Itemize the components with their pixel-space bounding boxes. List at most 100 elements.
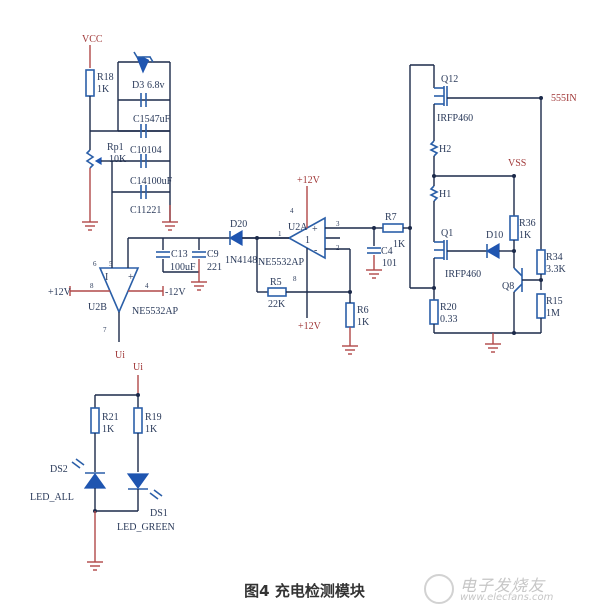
watermark-url: www.elecfans.com xyxy=(460,592,554,603)
inductor-h1 xyxy=(429,185,439,202)
ds2-ref: DS2 xyxy=(50,464,68,475)
ground-icon xyxy=(366,269,382,279)
ui-input-label: Ui xyxy=(133,362,143,373)
minus12v-label: -12V xyxy=(165,287,186,298)
r18-ref: R18 xyxy=(97,72,114,83)
r36-ref: R36 xyxy=(519,218,536,229)
resistor-r20 xyxy=(429,299,439,325)
555in-label: 555IN xyxy=(551,93,577,104)
led-ds2 xyxy=(83,472,107,489)
q12-ref: Q12 xyxy=(441,74,458,85)
u2b-pin7: 7 xyxy=(103,326,107,334)
diode-d10: D10 xyxy=(485,230,516,260)
plus12v-top-label: +12V xyxy=(297,175,321,186)
u2b-value: NE5532AP xyxy=(132,306,179,317)
d20-value: 1N4148 xyxy=(225,255,257,266)
u2a-pin1: 1 xyxy=(278,230,282,238)
u2a-pin3: 3 xyxy=(336,220,340,228)
inductor-h2 xyxy=(429,140,439,157)
light-rays-icon xyxy=(71,458,85,469)
d3-ref: D3 xyxy=(132,80,144,91)
resistor-r15: R15 1M xyxy=(536,293,563,333)
mosfet-q1: Q1 IRFP460 xyxy=(434,228,481,280)
resistor-r36: R36 1K xyxy=(509,176,536,268)
ground-icon xyxy=(191,281,207,291)
q12-value: IRFP460 xyxy=(437,113,473,124)
plus12v-bottom-label: +12V xyxy=(298,321,322,332)
c14-label: C14100uF xyxy=(130,176,173,187)
ground-icon xyxy=(485,343,501,353)
mosfet-q12: Q12 IRFP460 xyxy=(434,74,473,124)
light-rays-icon xyxy=(149,489,163,500)
c9-value: 221 xyxy=(207,262,222,273)
u2a-plus-mark: + xyxy=(312,224,318,235)
c11-label: C11221 xyxy=(130,205,161,216)
q1-value: IRFP460 xyxy=(445,269,481,280)
power-stage: Q12 IRFP460 555IN H2 VSS H1 Q1 IRFP460 xyxy=(408,64,577,353)
r6-ref: R6 xyxy=(357,305,369,316)
u2b-pin6: 6 xyxy=(93,260,97,268)
r21-ref: R21 xyxy=(102,412,119,423)
led-indicator-block: Ui R21 1K R19 1K DS2 LED_ALL DS1 LE xyxy=(30,362,175,571)
rp1-ref: Rp1 xyxy=(107,142,124,153)
transistor-q8: Q8 xyxy=(502,267,543,333)
r21-value: 1K xyxy=(102,424,115,435)
u2a-pin2: 2 xyxy=(336,244,340,252)
vcc-label: VCC xyxy=(82,34,103,45)
resistor-r21 xyxy=(90,407,100,434)
c10-label: C10104 xyxy=(130,145,162,156)
c13-value: 100uF xyxy=(170,262,196,273)
watermark: 电子发烧友 www.elecfans.com xyxy=(424,572,599,606)
vss-label: VSS xyxy=(508,158,526,169)
h2-ref: H2 xyxy=(439,144,451,155)
c4-value: 101 xyxy=(382,258,397,269)
u2a-unit-mark: 1 xyxy=(305,235,310,246)
resistor-r6: R6 1K xyxy=(342,292,370,355)
u2b-minus-mark: I xyxy=(105,272,108,283)
resistor-r5: R5 22K xyxy=(256,238,350,310)
u2a-minus-mark: - xyxy=(314,245,317,256)
u2b-pin5: 5 xyxy=(109,260,113,268)
c4-ref: C4 xyxy=(381,246,393,257)
r34-ref: R34 xyxy=(546,252,563,263)
h1-ref: H1 xyxy=(439,189,451,200)
ds1-value: LED_GREEN xyxy=(117,522,175,533)
capacitor-c4: C4 101 xyxy=(366,228,397,279)
rp1-value: 10K xyxy=(109,154,127,165)
opamp-u2a: + 1 - U2A NE5532AP 1 3 2 4 8 +12V +12V xyxy=(242,175,374,332)
figure-caption: 图4 充电检测模块 xyxy=(244,582,365,600)
r20-value: 0.33 xyxy=(440,314,458,325)
r6-value: 1K xyxy=(357,317,370,328)
r34-value: 3.3K xyxy=(546,264,567,275)
d3-value: 6.8v xyxy=(147,80,165,91)
r15-value: 1M xyxy=(546,308,560,319)
c13-ref: C13 xyxy=(171,249,188,260)
watermark-logo-icon xyxy=(424,574,454,604)
diode-d20: D20 1N4148 xyxy=(225,219,257,266)
d20-ref: D20 xyxy=(230,219,247,230)
u2b-plus-mark: + xyxy=(128,272,134,283)
ds2-value: LED_ALL xyxy=(30,492,74,503)
r5-value: 22K xyxy=(268,299,286,310)
c9-ref: C9 xyxy=(207,249,219,260)
u2b-ref: U2B xyxy=(88,302,107,313)
wiper-arrow-icon xyxy=(94,156,102,166)
ui-net-label: Ui xyxy=(115,350,125,361)
q1-ref: Q1 xyxy=(441,228,453,239)
u2a-ref: U2A xyxy=(288,222,308,233)
r7-value: 1K xyxy=(393,239,406,250)
plus12v-label: +12V xyxy=(48,287,72,298)
u2a-value: NE5532AP xyxy=(258,257,305,268)
resistor-r18 xyxy=(85,69,95,97)
d10-ref: D10 xyxy=(486,230,503,241)
resistor-r7: R7 1K xyxy=(374,212,410,250)
r19-ref: R19 xyxy=(145,412,162,423)
ground-icon xyxy=(162,221,178,231)
vcc-net-block: VCC R18 1K Rp1 10K D3 6.8v C1547uF xyxy=(82,34,178,262)
resistor-r19 xyxy=(133,407,143,434)
u2a-pin8: 8 xyxy=(293,275,297,283)
u2a-pin4: 4 xyxy=(290,207,294,215)
filter-caps: C13 100uF C9 221 xyxy=(156,238,222,291)
r20-ref: R20 xyxy=(440,302,457,313)
